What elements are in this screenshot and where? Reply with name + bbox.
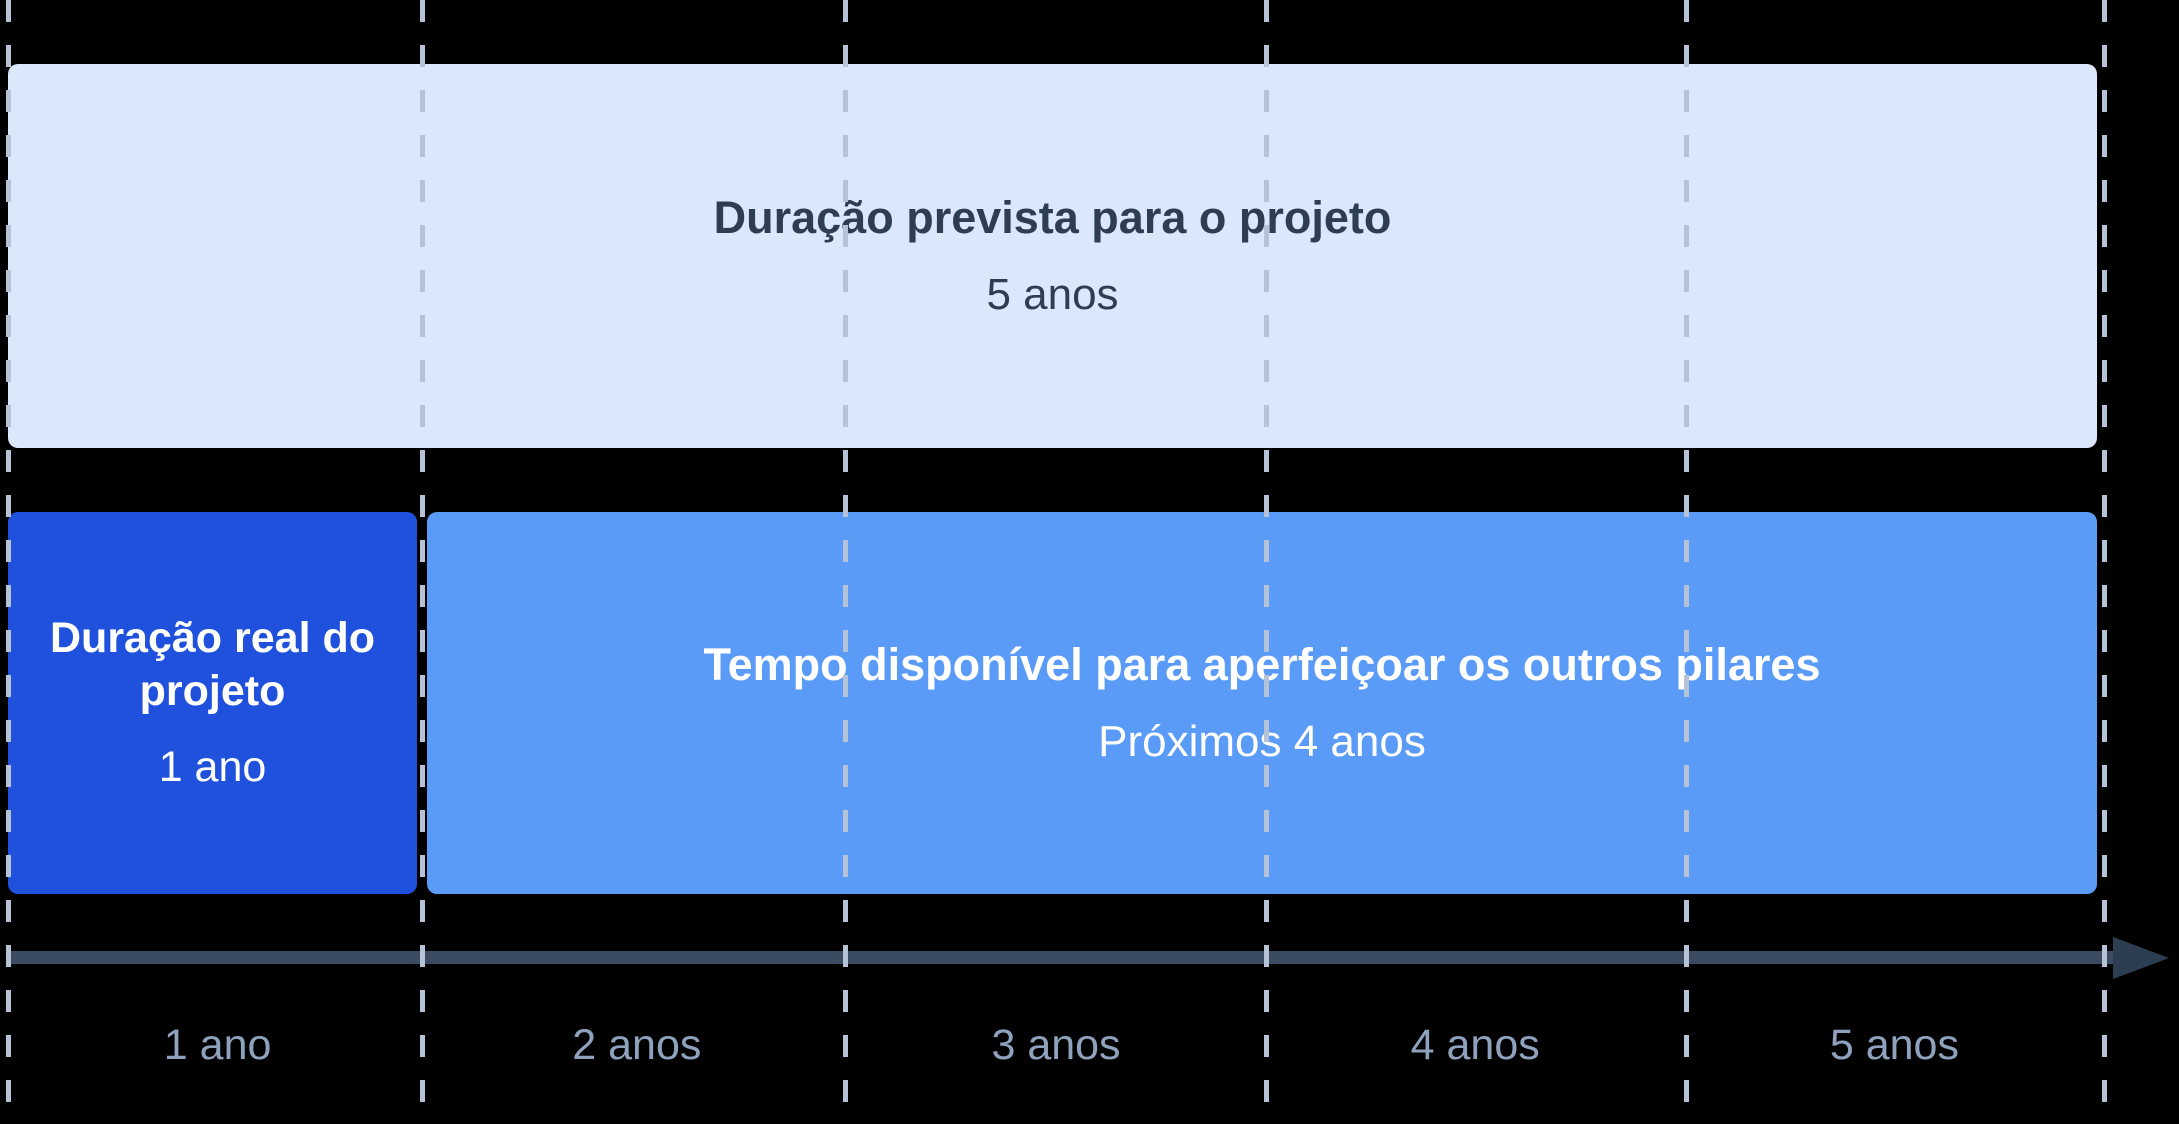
axis-tick-label-3: 3 anos — [991, 1020, 1121, 1069]
planned-duration-value: 5 anos — [986, 269, 1119, 319]
available-time-value: Próximos 4 anos — [1098, 716, 1426, 766]
available-time-bar: Tempo disponível para aperfeiçoar os out… — [427, 512, 2097, 894]
timeline-axis-line — [8, 951, 2113, 964]
available-time-title: Tempo disponível para aperfeiçoar os out… — [703, 638, 1821, 690]
actual-duration-title: Duração real do projeto — [50, 614, 375, 715]
axis-tick-label-2: 2 anos — [572, 1020, 702, 1069]
axis-tick-label-1: 1 ano — [163, 1020, 272, 1069]
actual-duration-value: 1 ano — [158, 743, 267, 792]
axis-tick-label-5: 5 anos — [1829, 1020, 1959, 1069]
planned-duration-title: Duração prevista para o projeto — [713, 191, 1392, 243]
timeline-axis-labels: 1 ano 2 anos 3 anos 4 anos 5 anos — [8, 995, 2104, 1095]
timeline-arrow-icon — [2113, 937, 2169, 979]
actual-duration-bar: Duração real do projeto 1 ano — [8, 512, 417, 894]
axis-tick-label-4: 4 anos — [1410, 1020, 1540, 1069]
planned-duration-bar: Duração prevista para o projeto 5 anos — [8, 64, 2097, 448]
